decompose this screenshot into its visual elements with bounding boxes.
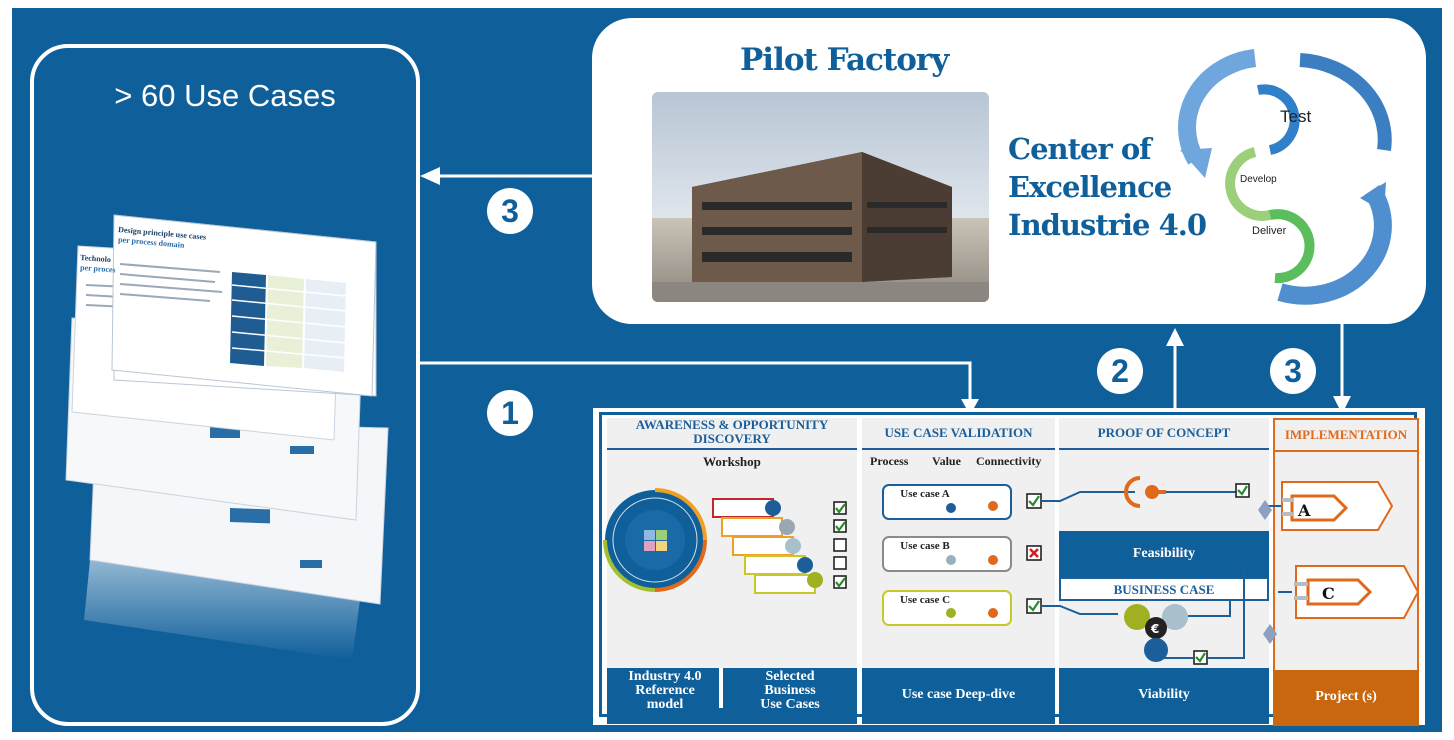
- validation-header: USE CASE VALIDATION: [884, 425, 1033, 440]
- poc-check-box: [1235, 483, 1250, 498]
- use-case-c-box: Use case C: [882, 590, 1012, 626]
- awareness-header: AWARENESS & OPPORTUNITY DISCOVERY: [607, 418, 857, 446]
- slide-reflection: [84, 560, 360, 660]
- reference-model-line2: Reference: [635, 683, 695, 698]
- use-case-b-label: Use case B: [900, 540, 950, 552]
- awareness-header-line2: DISCOVERY: [693, 431, 771, 446]
- value-gauges: [765, 500, 823, 588]
- cycle-develop-label: Develop: [1240, 174, 1277, 185]
- poc-panel: PROOF OF CONCEPT Feasibility BUSINESS CA…: [1059, 418, 1269, 724]
- svg-text:€: €: [1150, 622, 1159, 636]
- poc-footer: Viability: [1059, 668, 1269, 724]
- awareness-panel: AWARENESS & OPPORTUNITY DISCOVERY Worksh…: [607, 418, 857, 724]
- decision-diamonds: [1258, 500, 1277, 644]
- col-connectivity-label: Connectivity: [976, 454, 1042, 468]
- projects-label: Project (s): [1315, 689, 1377, 704]
- viability-label: Viability: [1138, 687, 1190, 702]
- reference-model-label: Industry 4.0 Reference model: [615, 670, 715, 712]
- business-case-label: BUSINESS CASE: [1113, 582, 1215, 597]
- use-case-c-label: Use case C: [899, 594, 951, 606]
- business-case-gauges: €: [1124, 604, 1188, 662]
- implementation-header: IMPLEMENTATION: [1284, 427, 1408, 442]
- feasibility-label: Feasibility: [1132, 546, 1196, 561]
- reference-model-line1: Industry 4.0: [628, 669, 702, 684]
- business-case-check: [1193, 650, 1208, 665]
- selected-use-cases-label: Selected Business Use Cases: [735, 670, 845, 712]
- awareness-footer: Industry 4.0 Reference model Selected Bu…: [607, 668, 857, 724]
- col-value-label: Value: [932, 454, 961, 468]
- validation-footer: Use case Deep-dive: [862, 668, 1055, 724]
- poc-header: PROOF OF CONCEPT: [1097, 425, 1231, 440]
- step-2-badge: 2: [1097, 348, 1143, 394]
- slide-back-title: Technolo: [80, 253, 111, 264]
- slide-front-bullets: [119, 263, 223, 302]
- connector-lines: [1041, 491, 1292, 659]
- coe-line-2: Excellence: [1008, 170, 1172, 204]
- slide-front-table: [230, 272, 347, 372]
- deep-dive-label: Use case Deep-dive: [901, 687, 1016, 702]
- awareness-header-line1: AWARENESS & OPPORTUNITY: [635, 417, 829, 432]
- validation-results: [1026, 493, 1042, 614]
- use-case-a-box: Use case A: [882, 484, 1012, 520]
- awareness-check-marks: [835, 503, 846, 588]
- selected-line3: Use Cases: [760, 697, 820, 712]
- feasibility-band: Feasibility: [1059, 531, 1269, 577]
- use-case-b-box: Use case B: [882, 536, 1012, 572]
- center-of-excellence-text: Center of Excellence Industrie 4.0: [1008, 130, 1207, 244]
- poc-target-icon: [1124, 476, 1166, 508]
- project-c-arrow: C: [1294, 565, 1420, 619]
- selected-line1: Selected: [765, 669, 815, 684]
- use-cases-box: > 60 Use Cases: [30, 44, 420, 726]
- step-3-badge-right: 3: [1270, 348, 1316, 394]
- use-case-icons: [946, 501, 998, 618]
- reference-model-line3: model: [646, 697, 684, 712]
- workshop-label: Workshop: [703, 454, 761, 469]
- project-a-label: A: [1297, 501, 1311, 520]
- step-1-badge: 1: [487, 390, 533, 436]
- col-process-label: Process: [870, 454, 909, 468]
- pilot-factory-title: Pilot Factory: [740, 42, 949, 78]
- cycle-deliver-label: Deliver: [1252, 225, 1287, 237]
- process-overview: AWARENESS & OPPORTUNITY DISCOVERY Worksh…: [593, 408, 1425, 726]
- slide-back-subtitle: per proces: [80, 263, 116, 274]
- step-3-badge-left: 3: [487, 188, 533, 234]
- pilot-factory-photo: [652, 92, 989, 302]
- use-case-a-label: Use case A: [900, 488, 950, 500]
- use-cases-title: > 60 Use Cases: [114, 78, 336, 113]
- coe-line-1: Center of: [1008, 132, 1152, 166]
- implementation-footer: Project (s): [1273, 670, 1419, 726]
- cycle-test-label: Test: [1280, 107, 1311, 126]
- project-a-arrow: A: [1281, 481, 1394, 531]
- reference-model-wheel: [603, 488, 707, 592]
- awareness-checkboxes: [833, 501, 847, 589]
- selected-line2: Business: [764, 683, 816, 698]
- project-c-label: C: [1322, 584, 1335, 603]
- validation-panel: USE CASE VALIDATION Process Value Connec…: [862, 418, 1055, 724]
- coe-line-3: Industrie 4.0: [1008, 208, 1207, 242]
- business-case-header: BUSINESS CASE: [1059, 577, 1269, 601]
- factory-building-illustration: [652, 152, 989, 302]
